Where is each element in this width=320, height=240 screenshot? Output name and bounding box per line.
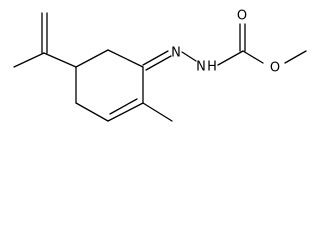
bond-ring-c2-c3-double bbox=[109, 98, 138, 115]
atom-label-n-amine: N bbox=[196, 60, 206, 75]
bond-isopropenyl-methyl bbox=[13, 52, 45, 68]
bond-carbonyl-ether-o bbox=[242, 50, 264, 64]
atom-label-h-amine: H bbox=[207, 60, 217, 75]
bond-ring-c3-c4 bbox=[75, 102, 109, 122]
atom-label-n-imine: N bbox=[171, 46, 181, 61]
bond-c-n-double-b bbox=[145, 55, 172, 71]
bond-c-n-double-a bbox=[142, 50, 169, 66]
bond-ring-c6-c1 bbox=[107, 49, 144, 68]
atom-label-o-ether: O bbox=[270, 61, 280, 76]
bond-ring-c5-c6 bbox=[75, 49, 109, 68]
bond-ring-c2-c3 bbox=[107, 102, 144, 122]
bond-ether-o-methyl bbox=[284, 50, 307, 64]
bond-n-n bbox=[181, 51, 197, 62]
bond-isopropenyl-to-ring bbox=[43, 52, 77, 68]
bond-ring-methyl bbox=[142, 102, 173, 122]
atom-label-o-carbonyl: O bbox=[237, 9, 247, 24]
chemical-structure-diagram: N N H O O bbox=[13, 9, 307, 122]
bond-nh-carbonyl bbox=[217, 50, 244, 66]
